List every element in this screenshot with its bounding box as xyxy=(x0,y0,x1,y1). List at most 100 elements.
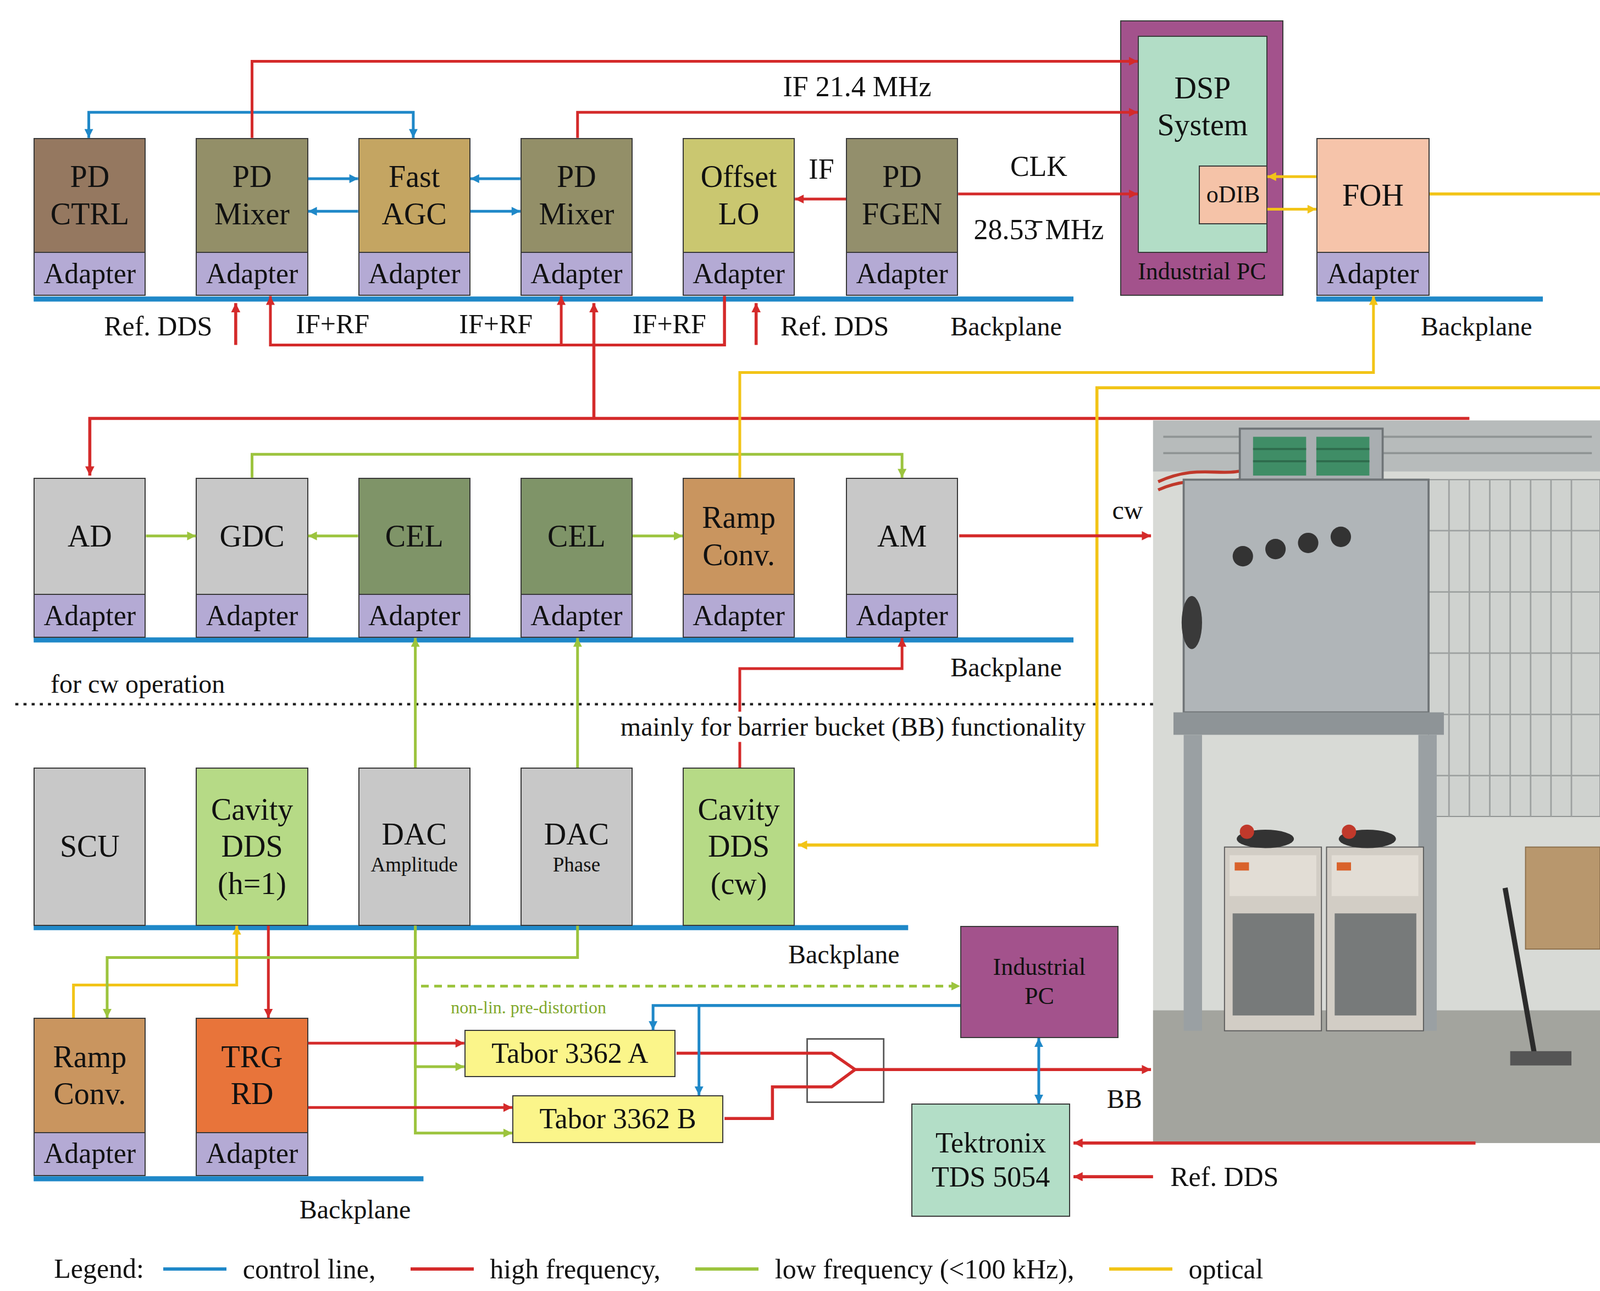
edge-label: IF xyxy=(805,152,838,186)
crate-module: AMAdapter xyxy=(845,477,959,638)
module-name: AD xyxy=(34,478,145,595)
bus-label: Backplane xyxy=(1417,311,1536,342)
device-box: SCU xyxy=(33,767,146,926)
module-name: FOH xyxy=(1317,139,1429,253)
adapter-label: Adapter xyxy=(683,593,794,637)
crate-module: ADAdapter xyxy=(33,477,146,638)
device-box: Industrial PC xyxy=(960,925,1119,1038)
legend-entry: optical xyxy=(1109,1252,1264,1285)
adapter-label: Adapter xyxy=(359,593,470,637)
photo-port xyxy=(1297,532,1319,553)
crate-module: CELAdapter xyxy=(520,477,633,638)
bus-label: Backplane xyxy=(947,652,1066,683)
dsp-board: DSP SystemoDIB xyxy=(1137,35,1268,253)
device-box: Cavity DDS (h=1) xyxy=(195,767,308,926)
section-divider xyxy=(15,702,1154,706)
signal-connector xyxy=(739,637,902,768)
legend-entry: low frequency (<100 kHz), xyxy=(695,1252,1074,1285)
signal-connector xyxy=(470,176,521,180)
adapter-label: Adapter xyxy=(359,251,470,295)
photo-fan-housing xyxy=(1239,428,1383,480)
dac-channel: Phase xyxy=(521,852,632,877)
module-name: Offset LO xyxy=(683,139,794,253)
bus-label: Backplane xyxy=(947,311,1066,342)
device-box: Cavity DDS (cw) xyxy=(682,767,795,926)
legend-line-sample xyxy=(1109,1266,1173,1271)
signal-label: BB xyxy=(1103,1083,1146,1115)
signal-connector xyxy=(794,197,846,201)
legend-entry: control line, xyxy=(163,1252,376,1285)
photo-fan xyxy=(1316,436,1370,476)
signal-connector xyxy=(413,637,417,768)
signal-connector xyxy=(632,534,683,537)
crate-module: CELAdapter xyxy=(358,477,471,638)
photo-fence-grid xyxy=(1428,479,1600,817)
signal-connector xyxy=(1267,175,1317,179)
crate-module: Offset LOAdapter xyxy=(682,137,795,297)
module-name: Ramp Conv. xyxy=(683,478,794,595)
photo-side-port xyxy=(1181,595,1203,650)
crate-module: PD MixerAdapter xyxy=(520,137,633,297)
signal-connector xyxy=(415,925,465,1067)
signal-label: IF+RF xyxy=(455,308,536,341)
signal-connector xyxy=(308,209,359,213)
optical-wire xyxy=(798,387,1600,845)
legend-text: low frequency (<100 kHz), xyxy=(774,1252,1075,1285)
legend-text: high frequency, xyxy=(489,1252,661,1285)
photo-frame xyxy=(1173,712,1444,735)
device-box: Tabor 3362 B xyxy=(512,1094,724,1143)
device-name: Tektronix TDS 5054 xyxy=(912,1104,1070,1216)
signal-connector xyxy=(308,176,359,180)
module-name: PD Mixer xyxy=(196,139,307,253)
section-note: mainly for barrier bucket (BB) functiona… xyxy=(617,711,1089,742)
signal-connector xyxy=(699,1005,961,1095)
adapter-label: Adapter xyxy=(846,593,957,637)
housing-name: Industrial PC xyxy=(1121,257,1283,287)
crate-module: FOHAdapter xyxy=(1316,137,1430,297)
adapter-label: Adapter xyxy=(521,251,632,295)
crate-module: PD CTRLAdapter xyxy=(33,137,146,297)
photo-cavity-tank xyxy=(1183,479,1430,712)
photo-port xyxy=(1265,538,1286,559)
scope-input-wire xyxy=(1073,1174,1154,1178)
signal-label: IF+RF xyxy=(629,308,710,341)
signal-label: cw xyxy=(1108,495,1146,526)
adapter-label: Adapter xyxy=(1317,251,1429,295)
photo-amplifier xyxy=(1224,846,1322,1031)
photo-indicator xyxy=(1234,861,1249,871)
photo-fan xyxy=(1253,436,1307,476)
pickup-wire xyxy=(592,302,596,419)
adapter-label: Adapter xyxy=(196,593,307,637)
legend-title: Legend: xyxy=(50,1252,148,1285)
crate-module: GDCAdapter xyxy=(195,477,308,638)
edge-label: non-lin. pre-distortion xyxy=(447,997,610,1018)
frequency-label: 28.53̄ MHz xyxy=(970,213,1107,247)
device-name: Cavity DDS (h=1) xyxy=(196,768,307,925)
photo-vent xyxy=(1334,912,1417,1016)
legend-line-sample xyxy=(410,1266,474,1271)
crate-module: TRG RDAdapter xyxy=(195,1017,308,1176)
legend-entry: high frequency, xyxy=(410,1252,661,1285)
photo-plug xyxy=(1239,824,1255,839)
signal-connector xyxy=(73,925,237,1018)
adapter-label: Adapter xyxy=(196,251,307,295)
crate-module: Ramp Conv.Adapter xyxy=(33,1017,146,1176)
photo-carton xyxy=(1525,846,1600,950)
crate-module: Ramp Conv.Adapter xyxy=(682,477,795,638)
signal-connector xyxy=(270,295,725,345)
photo-plug xyxy=(1341,824,1356,839)
photo-frame-leg xyxy=(1183,734,1203,1031)
module-name: CEL xyxy=(359,478,470,595)
signal-connector xyxy=(145,534,196,537)
edge-label: CLK xyxy=(1006,150,1071,184)
computer-housing: Industrial PC DSP SystemoDIB xyxy=(1120,20,1284,296)
signal-connector xyxy=(308,534,359,537)
adapter-label: Adapter xyxy=(34,251,145,295)
signal-connector xyxy=(958,192,1138,196)
device-name: Cavity DDS (cw) xyxy=(683,768,794,925)
signal-label: IF+RF xyxy=(292,308,373,341)
optical-wire xyxy=(1429,192,1600,196)
adapter-label: Adapter xyxy=(34,1131,145,1175)
photo-indicator xyxy=(1336,861,1352,871)
signal-connector xyxy=(576,637,579,768)
